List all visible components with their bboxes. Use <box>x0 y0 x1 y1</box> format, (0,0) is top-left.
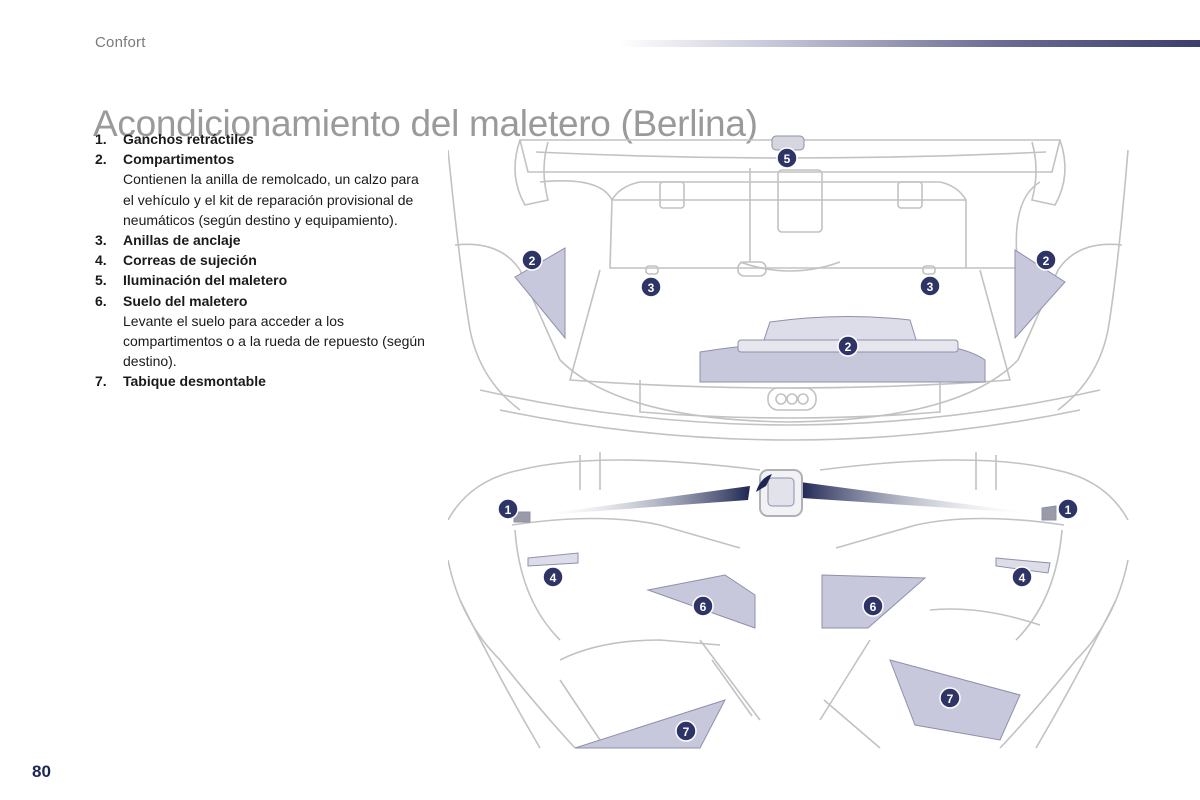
callout-label: 2 <box>529 254 536 268</box>
callout-label: 3 <box>648 281 655 295</box>
section-label: Confort <box>95 34 146 51</box>
trunk-side-view-left <box>447 452 761 749</box>
legend-item: 3. Anillas de anclaje <box>95 230 425 250</box>
callout-badge-2: 2 <box>837 335 859 357</box>
legend-label: Correas de sujeción <box>123 252 257 269</box>
callouts: 5 2 2 3 3 2 1 4 6 7 1 4 6 7 <box>497 147 1079 742</box>
callout-badge-3: 3 <box>919 275 941 297</box>
legend-number: 6. <box>95 292 107 309</box>
callout-badge-5: 5 <box>776 147 798 169</box>
legend-number: 1. <box>95 131 107 147</box>
callout-badge-7: 7 <box>675 720 697 742</box>
trunk-side-view-right <box>819 452 1129 749</box>
legend-number: 3. <box>95 232 107 249</box>
callout-label: 5 <box>784 152 791 166</box>
legend-label: Suelo del maletero <box>123 292 248 309</box>
legend-description: Contienen la anilla de remolcado, un cal… <box>123 171 419 228</box>
trunk-illustration: 5 2 2 3 3 2 1 4 6 7 1 4 6 7 <box>447 130 1130 755</box>
page-number: 80 <box>32 762 51 781</box>
callout-badge-7: 7 <box>939 687 961 709</box>
callout-label: 1 <box>1065 503 1072 517</box>
legend-label: Compartimentos <box>123 151 235 168</box>
legend-number: 7. <box>95 373 107 390</box>
legend-item: 7. Tabique desmontable <box>95 371 425 391</box>
callout-label: 2 <box>1043 254 1050 268</box>
legend-item: 5. Iluminación del maletero <box>95 270 425 290</box>
page-title: Acondicionamiento del maletero (Berlina) <box>93 102 758 144</box>
callout-label: 6 <box>700 600 707 614</box>
callout-label: 7 <box>947 692 954 706</box>
legend-number: 4. <box>95 252 107 269</box>
callout-badge-4: 4 <box>542 566 564 588</box>
legend-number: 2. <box>95 151 107 168</box>
callout-label: 4 <box>1019 571 1026 585</box>
legend-label: Anillas de anclaje <box>123 232 241 249</box>
callout-label: 6 <box>870 600 877 614</box>
arrow-left <box>530 486 750 516</box>
callout-label: 2 <box>845 340 852 354</box>
callout-badge-2: 2 <box>521 249 543 271</box>
callout-label: 1 <box>505 503 512 517</box>
floor-and-partition-right <box>821 505 1057 741</box>
callout-label: 7 <box>683 725 690 739</box>
legend-description: Levante el suelo para acceder a los comp… <box>123 312 425 370</box>
callout-badge-1: 1 <box>497 498 519 520</box>
callout-label: 4 <box>550 571 557 585</box>
legend-item: 1. Ganchos retráctiles <box>95 129 425 149</box>
callout-label: 3 <box>927 280 934 294</box>
legend-label: Ganchos retráctiles <box>123 131 254 147</box>
callout-badge-6: 6 <box>692 595 714 617</box>
callout-badge-6: 6 <box>862 595 884 617</box>
legend-number: 5. <box>95 272 107 289</box>
callout-badge-3: 3 <box>640 276 662 298</box>
callout-badge-4: 4 <box>1011 566 1033 588</box>
legend-item: 4. Correas de sujeción <box>95 250 425 270</box>
callout-badge-2: 2 <box>1035 249 1057 271</box>
legend-label: Tabique desmontable <box>123 373 266 390</box>
arrow-right <box>800 482 1040 514</box>
callout-badge-1: 1 <box>1057 498 1079 520</box>
legend-label: Iluminación del maletero <box>123 272 288 289</box>
header-gradient-bar <box>620 40 1200 47</box>
hook-release-control <box>756 469 803 517</box>
